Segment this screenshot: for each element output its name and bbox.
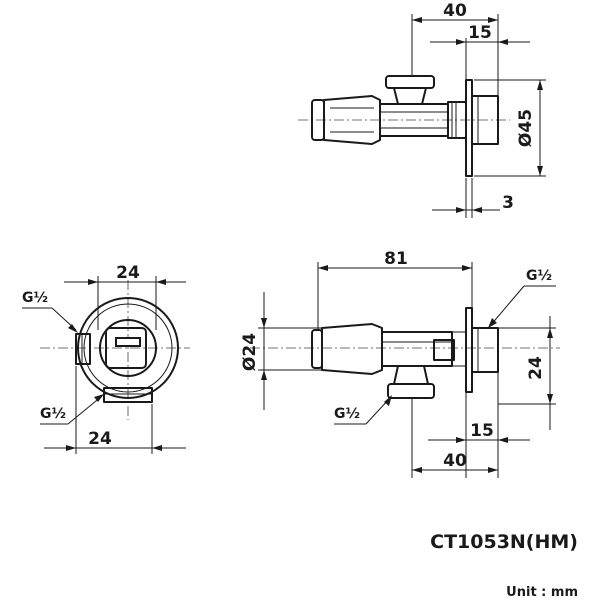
side-view: 24 24 G½ G½ (22, 263, 190, 454)
dim-top-thickness: 3 (502, 193, 514, 213)
dim-side-top-width: 24 (116, 263, 140, 283)
dim-top-flange: 15 (468, 23, 492, 43)
dim-top-overall: 40 (443, 1, 467, 21)
dim-top-diameter: Ø45 (516, 109, 536, 147)
dim-front-flange: 15 (470, 421, 494, 441)
dim-front-diameter: Ø24 (240, 333, 260, 371)
unit-label: Unit : mm (506, 585, 578, 600)
thread-front-outlet: G½ (526, 268, 552, 284)
thread-front-inlet: G½ (334, 406, 360, 422)
top-view: 40 15 Ø45 3 (298, 1, 546, 218)
dim-front-length: 81 (384, 249, 408, 269)
thread-side-top: G½ (22, 290, 48, 306)
dim-front-height: 24 (526, 356, 546, 380)
front-view: 81 Ø24 24 15 40 G½ (240, 249, 560, 478)
dim-side-bottom-width: 24 (88, 429, 112, 449)
model-number: CT1053N(HM) (430, 531, 578, 553)
thread-side-bottom: G½ (40, 406, 66, 422)
dim-front-overall: 40 (443, 451, 467, 471)
